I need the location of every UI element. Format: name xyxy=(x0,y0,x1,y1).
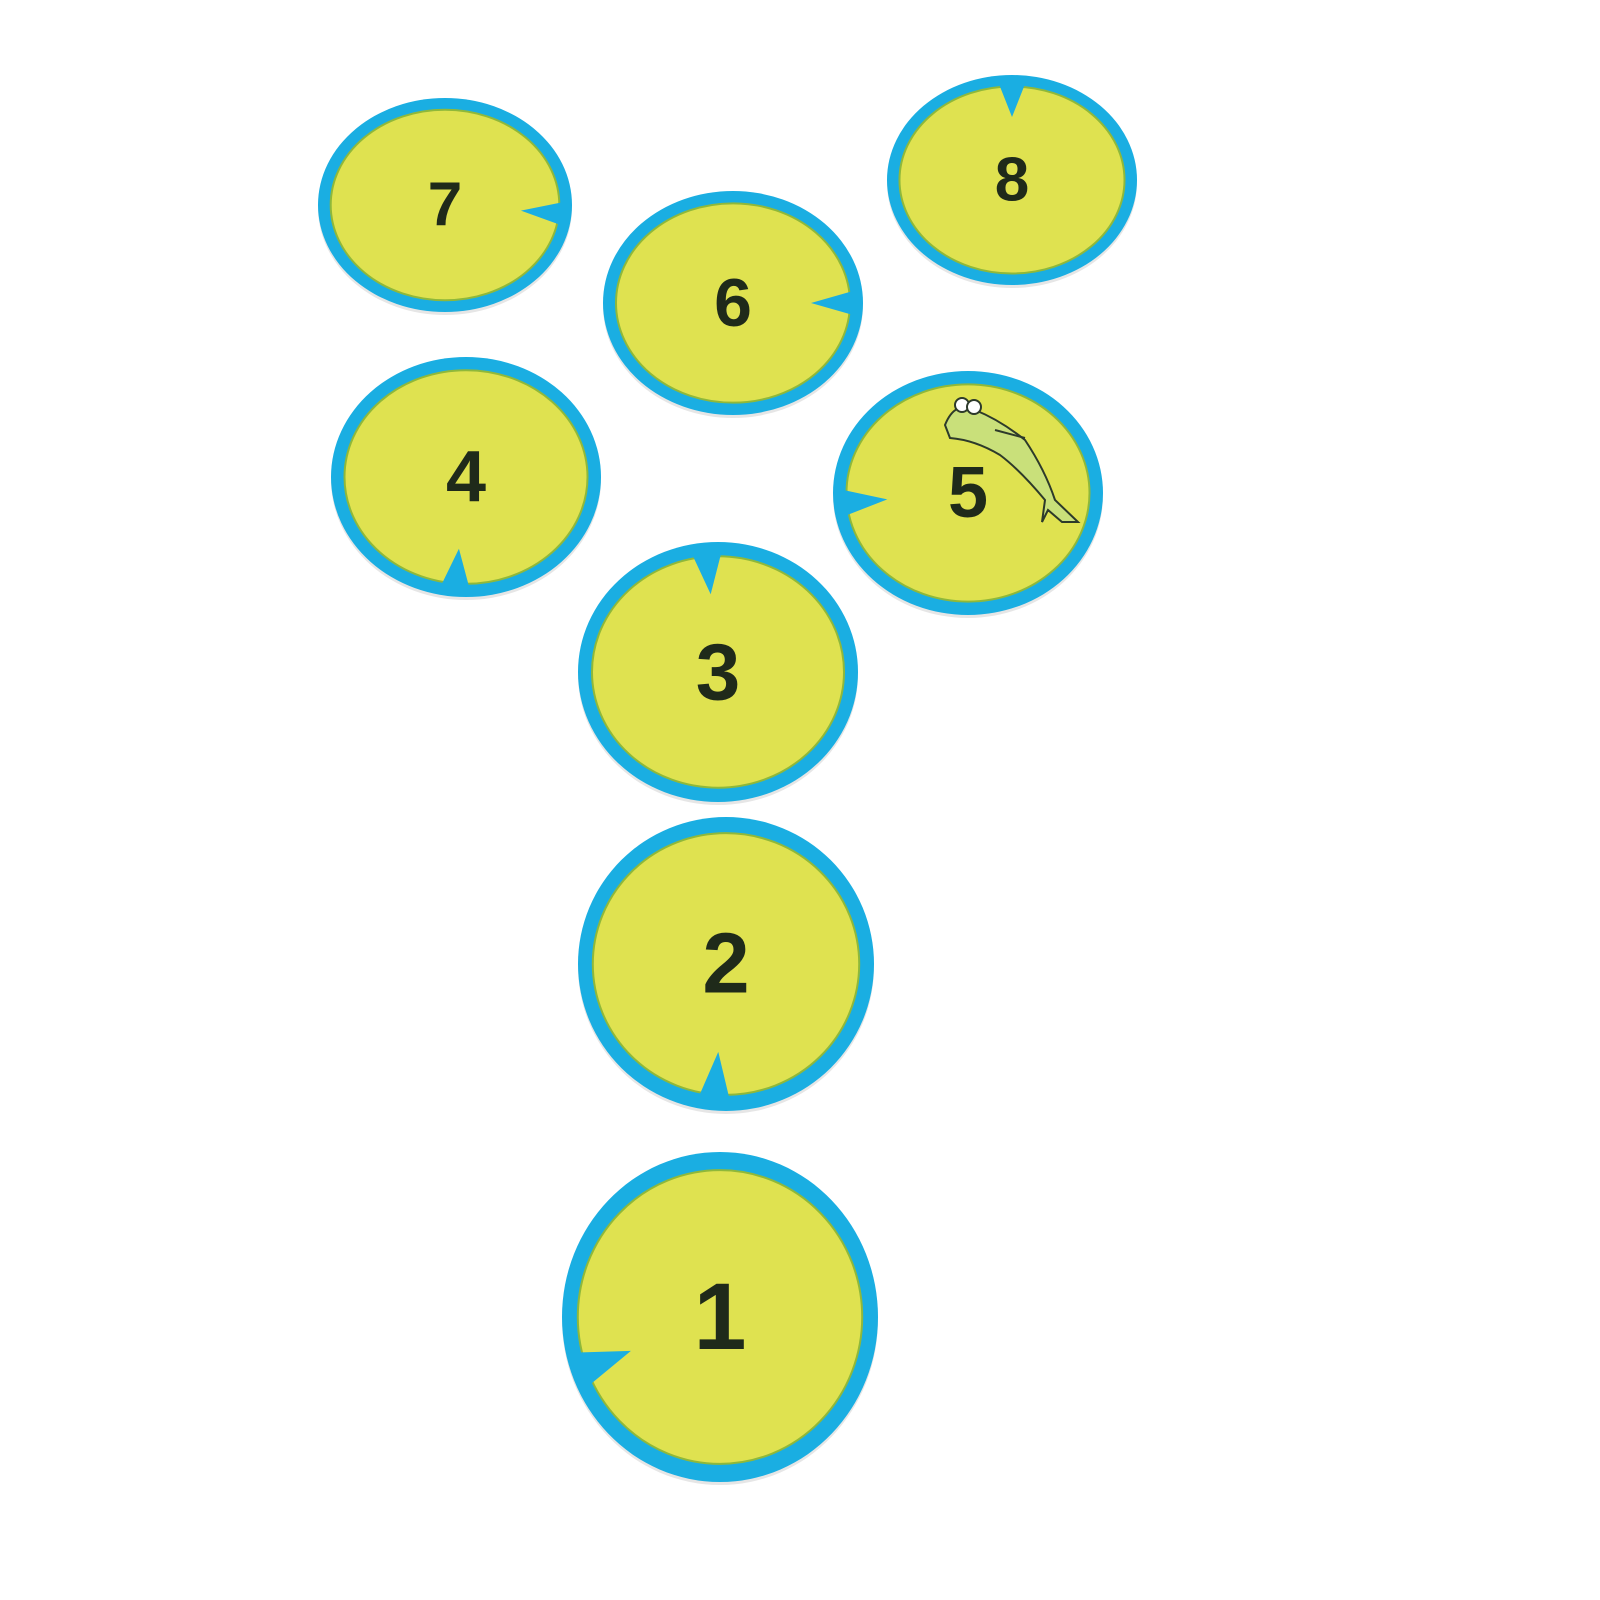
pad-number: 8 xyxy=(995,146,1029,215)
pad-number: 1 xyxy=(694,1264,747,1370)
leaf-notch xyxy=(520,201,566,226)
lily-pad-8: 8 xyxy=(887,75,1137,288)
leaf-notch xyxy=(439,548,471,591)
lily-pad-1: 1 xyxy=(562,1152,878,1485)
pad-number: 7 xyxy=(428,171,462,240)
lily-pad-6: 6 xyxy=(603,191,863,418)
lily-pad-4: 4 xyxy=(331,357,601,600)
leaf-notch xyxy=(690,548,723,595)
frog-icon xyxy=(943,397,1081,523)
leaf-notch xyxy=(997,80,1027,117)
leaf-notch xyxy=(573,1350,631,1388)
pad-number: 2 xyxy=(702,917,749,1012)
lily-pad-3: 3 xyxy=(578,542,858,805)
lily-pad-2: 2 xyxy=(578,817,874,1114)
lily-pad-7: 7 xyxy=(318,98,572,315)
lily-pad-5: 5 xyxy=(833,371,1103,618)
pad-number: 4 xyxy=(446,437,486,517)
leaf-notch xyxy=(811,290,856,316)
pad-number: 5 xyxy=(948,453,988,533)
leaf-notch xyxy=(697,1051,731,1104)
pad-number: 6 xyxy=(714,265,752,341)
leaf-notch xyxy=(839,489,888,517)
leaf xyxy=(576,1169,864,1465)
pad-number: 3 xyxy=(696,628,741,717)
